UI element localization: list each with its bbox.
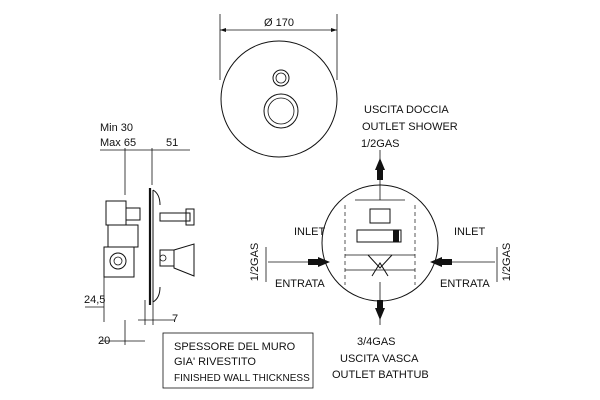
diverter-knob (272, 69, 290, 87)
left-inlet-arrow (318, 257, 330, 267)
handle-screw (159, 254, 167, 262)
cartridge-bar (356, 229, 402, 243)
depth-label: 51 (166, 137, 178, 149)
right-inlet-label: INLET (454, 226, 485, 238)
right-entrata-label: ENTRATA (440, 278, 490, 290)
left-size-label: 1/2GAS (249, 243, 261, 282)
outlet-shower-title-en: OUTLET SHOWER (362, 121, 458, 133)
wall-note-line3: FINISHED WALL THICKNESS (174, 373, 310, 384)
diverter-knob-inner (275, 72, 287, 84)
handle-lever (173, 243, 195, 277)
diameter-arrow-left (220, 28, 226, 32)
max-label: Max 65 (100, 137, 136, 149)
wall-plate-curve-top (152, 189, 161, 206)
right-size-label: 1/2GAS (501, 243, 513, 282)
diameter-arrow-right (331, 28, 337, 32)
right-inlet-arrow (430, 257, 442, 267)
diverter-cap (185, 208, 195, 226)
handle-hub (159, 249, 175, 267)
valve-body-bottom (103, 246, 135, 278)
side-view: Min 30 Max 65 51 24,5 7 (84, 122, 314, 389)
bathtub-outlet-title-it: USCITA VASCA (340, 353, 419, 365)
inlet-connector (109, 252, 127, 270)
wall-note-line1: SPESSORE DEL MURO (174, 341, 296, 353)
front-view: Ø 170 (219, 14, 338, 158)
shower-outlet-arrow (375, 158, 385, 170)
inlet-connector-inner (113, 256, 123, 266)
valve-body-middle (107, 224, 139, 248)
diverter-stem (159, 212, 191, 222)
body-flange (125, 207, 141, 221)
left-inlet-label: INLET (294, 226, 325, 238)
dim-24-5-label: 24,5 (84, 294, 105, 306)
dim-7-label: 7 (172, 313, 178, 325)
mixer-handle (263, 93, 299, 129)
outlet-shower-title-it: USCITA DOCCIA (364, 104, 449, 116)
wall-plate-curve-bottom (152, 286, 161, 303)
bathtub-outlet-size: 3/4GAS (357, 336, 396, 348)
schematic-view: USCITA DOCCIA OUTLET SHOWER 1/2GAS INLET… (249, 104, 513, 381)
bathtub-outlet-shaft (377, 300, 383, 310)
right-inlet-shaft (440, 259, 452, 265)
dim-20-label: 20 (98, 335, 110, 347)
shower-outlet-shaft (377, 168, 383, 180)
left-entrata-label: ENTRATA (275, 278, 325, 290)
valve-body-top (105, 200, 127, 226)
outlet-shower-size: 1/2GAS (361, 138, 400, 150)
mixing-chamber-bottom (371, 262, 389, 277)
mixer-handle-inner (267, 97, 295, 125)
wall-note-box (162, 332, 314, 389)
cover-plate (220, 40, 338, 158)
diameter-label: Ø 170 (264, 17, 294, 29)
min-label: Min 30 (100, 122, 133, 134)
left-inlet-shaft (308, 259, 320, 265)
cartridge-bar-end (393, 230, 399, 242)
bathtub-outlet-title-en: OUTLET BATHTUB (332, 369, 429, 381)
mixing-chamber-top (367, 254, 393, 269)
cartridge-top (369, 208, 391, 224)
bathtub-outlet-arrow (375, 308, 385, 320)
wall-note-line2: GIA' RIVESTITO (174, 356, 256, 368)
